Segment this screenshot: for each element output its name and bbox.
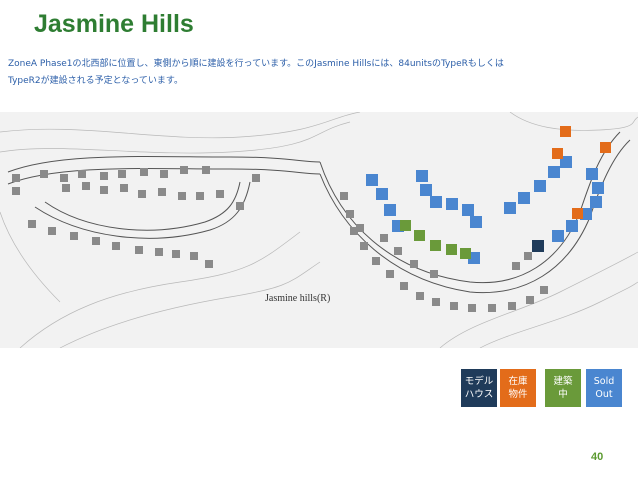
unit-lot bbox=[372, 257, 380, 265]
legend-under-construction: 建築中 bbox=[545, 369, 581, 407]
unit-lot bbox=[470, 216, 482, 228]
unit-lot bbox=[552, 148, 563, 159]
description-line-1: ZoneA Phase1の北西部に位置し、東側から順に建設を行っています。このJ… bbox=[8, 59, 504, 69]
unit-lot bbox=[118, 170, 126, 178]
unit-lot bbox=[430, 240, 441, 251]
unit-lot bbox=[78, 170, 86, 178]
unit-lot bbox=[400, 220, 411, 231]
unit-lot bbox=[350, 227, 358, 235]
unit-lot bbox=[140, 168, 148, 176]
map-label: Jasmine hills(R) bbox=[265, 293, 330, 304]
unit-lot bbox=[340, 192, 348, 200]
unit-lot bbox=[178, 192, 186, 200]
unit-lot bbox=[540, 286, 548, 294]
unit-lot bbox=[236, 202, 244, 210]
unit-lot bbox=[12, 174, 20, 182]
unit-lot bbox=[462, 204, 474, 216]
unit-lot bbox=[196, 192, 204, 200]
slide-description: ZoneA Phase1の北西部に位置し、東側から順に建設を行っています。このJ… bbox=[8, 56, 630, 90]
unit-lot bbox=[205, 260, 213, 268]
unit-lot bbox=[504, 202, 516, 214]
unit-lot bbox=[512, 262, 520, 270]
unit-lot bbox=[532, 240, 544, 252]
slide-title: Jasmine Hills bbox=[34, 10, 194, 38]
unit-lot bbox=[112, 242, 120, 250]
unit-lot bbox=[190, 252, 198, 260]
unit-lot bbox=[28, 220, 36, 228]
unit-lot bbox=[62, 184, 70, 192]
unit-lot bbox=[552, 230, 564, 242]
unit-lot bbox=[366, 174, 378, 186]
unit-lot bbox=[155, 248, 163, 256]
unit-lot bbox=[414, 230, 425, 241]
unit-lot bbox=[172, 250, 180, 258]
unit-lot bbox=[92, 237, 100, 245]
unit-lot bbox=[518, 192, 530, 204]
unit-lot bbox=[202, 166, 210, 174]
unit-lot bbox=[346, 210, 354, 218]
unit-lot bbox=[416, 170, 428, 182]
unit-lot bbox=[600, 142, 611, 153]
site-plan-map: Jasmine hills(R) bbox=[0, 112, 638, 348]
unit-lot bbox=[460, 248, 471, 259]
page-number: 40 bbox=[591, 451, 604, 463]
unit-lot bbox=[384, 204, 396, 216]
unit-lot bbox=[468, 304, 476, 312]
unit-lot bbox=[60, 174, 68, 182]
unit-lot bbox=[420, 184, 432, 196]
unit-lot bbox=[135, 246, 143, 254]
unit-lot bbox=[138, 190, 146, 198]
unit-lot bbox=[488, 304, 496, 312]
unit-lot bbox=[70, 232, 78, 240]
unit-lot bbox=[416, 292, 424, 300]
unit-lot bbox=[572, 208, 583, 219]
unit-lot bbox=[160, 170, 168, 178]
unit-lot bbox=[158, 188, 166, 196]
unit-lot bbox=[450, 302, 458, 310]
housing-units bbox=[12, 126, 611, 312]
unit-lot bbox=[592, 182, 604, 194]
unit-lot bbox=[100, 172, 108, 180]
unit-lot bbox=[376, 188, 388, 200]
unit-lot bbox=[446, 244, 457, 255]
unit-lot bbox=[432, 298, 440, 306]
unit-lot bbox=[508, 302, 516, 310]
unit-lot bbox=[12, 187, 20, 195]
unit-lot bbox=[430, 196, 442, 208]
contour-lines bbox=[0, 112, 638, 348]
unit-lot bbox=[394, 247, 402, 255]
unit-lot bbox=[120, 184, 128, 192]
unit-lot bbox=[48, 227, 56, 235]
unit-lot bbox=[82, 182, 90, 190]
unit-lot bbox=[430, 270, 438, 278]
unit-lot bbox=[410, 260, 418, 268]
unit-lot bbox=[526, 296, 534, 304]
unit-lot bbox=[586, 168, 598, 180]
unit-lot bbox=[548, 166, 560, 178]
unit-lot bbox=[386, 270, 394, 278]
unit-lot bbox=[560, 126, 571, 137]
unit-lot bbox=[524, 252, 532, 260]
unit-lot bbox=[100, 186, 108, 194]
legend-inventory: 在庫物件 bbox=[500, 369, 536, 407]
unit-lot bbox=[534, 180, 546, 192]
legend-model-house: モデルハウス bbox=[461, 369, 497, 407]
unit-lot bbox=[380, 234, 388, 242]
unit-lot bbox=[400, 282, 408, 290]
unit-lot bbox=[180, 166, 188, 174]
unit-lot bbox=[216, 190, 224, 198]
description-line-2: TypeR2が建設される予定となっています。 bbox=[8, 76, 184, 86]
unit-lot bbox=[590, 196, 602, 208]
unit-lot bbox=[356, 224, 364, 232]
unit-lot bbox=[252, 174, 260, 182]
unit-lot bbox=[360, 242, 368, 250]
unit-lot bbox=[446, 198, 458, 210]
unit-lot bbox=[40, 170, 48, 178]
unit-lot bbox=[566, 220, 578, 232]
